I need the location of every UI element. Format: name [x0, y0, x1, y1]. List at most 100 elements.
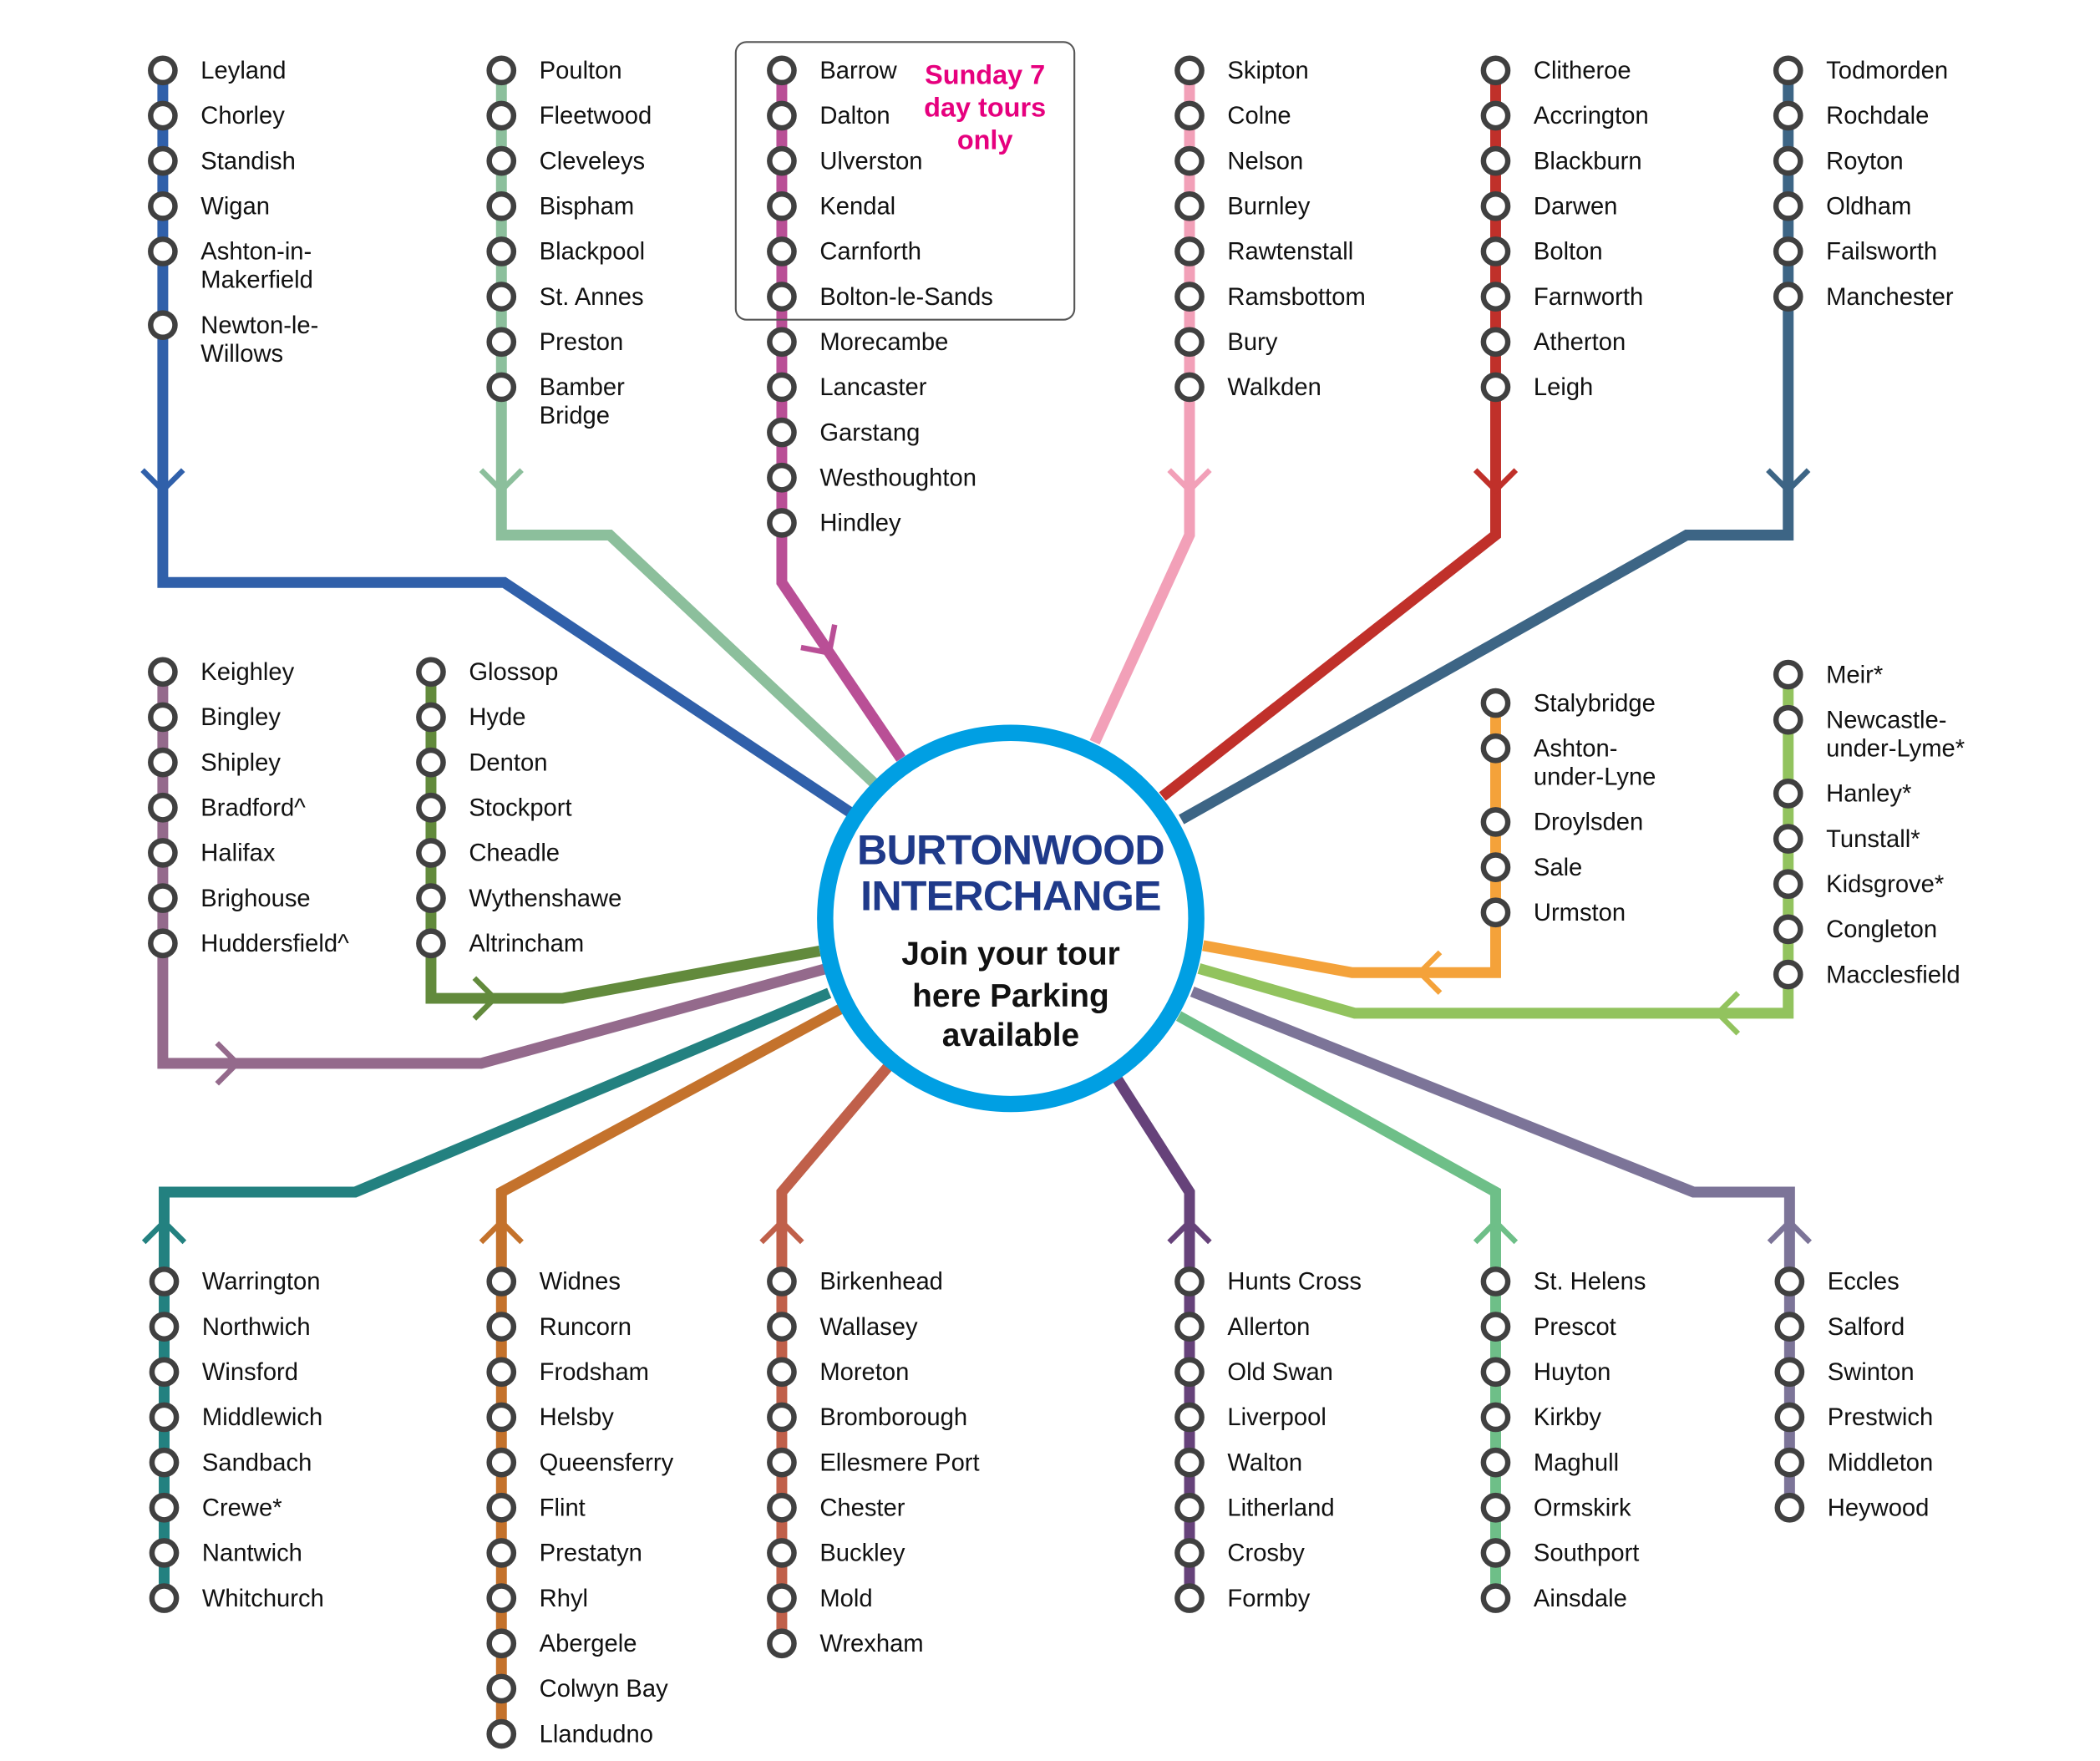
station: Crewe* [149, 1492, 282, 1523]
station-label: Blackburn [1534, 148, 1642, 175]
station: Rochdale [1773, 100, 1929, 131]
station-label: Ormskirk [1534, 1495, 1631, 1522]
station: Hyde [416, 702, 525, 733]
station-marker-icon [1480, 733, 1511, 764]
station-label: Bolton [1534, 239, 1603, 266]
station-marker-icon [767, 372, 797, 403]
station: Prestatyn [486, 1538, 642, 1568]
station: Ashton-under-Lyne [1480, 733, 1656, 791]
station-label: Westhoughton [819, 464, 976, 491]
station: Barrow [767, 55, 898, 86]
station-label: Stalybridge [1534, 690, 1656, 717]
station: Bingley [148, 702, 281, 733]
station-marker-icon [1480, 1492, 1511, 1523]
station-marker-icon [416, 657, 446, 688]
station: Maghull [1480, 1447, 1619, 1478]
station: Stockport [416, 792, 572, 823]
station: Droylsden [1480, 807, 1643, 837]
station-marker-icon [1774, 1447, 1805, 1478]
station-marker-icon [416, 838, 446, 868]
station: Huyton [1480, 1357, 1611, 1388]
station-label: Huyton [1534, 1359, 1611, 1386]
station: Morecambe [767, 327, 948, 358]
station-marker-icon [149, 1492, 180, 1523]
station: Widnes [486, 1266, 621, 1297]
station: St. Helens [1480, 1266, 1646, 1297]
station-marker-icon [486, 100, 517, 131]
station-marker-icon [1174, 55, 1205, 86]
station-marker-icon [767, 1402, 797, 1433]
station-label: Skipton [1227, 58, 1308, 84]
station: Queensferry [486, 1447, 674, 1478]
station: Mold [767, 1583, 873, 1613]
station: Moreton [767, 1357, 909, 1388]
station-label: Sale [1534, 855, 1582, 881]
station-marker-icon [767, 145, 797, 176]
station-label: Walkden [1227, 374, 1321, 401]
station: Flint [486, 1492, 586, 1523]
station: Darwen [1480, 190, 1617, 221]
station-label: Walton [1227, 1449, 1302, 1476]
station-marker-icon [486, 1492, 517, 1523]
station: Sandbach [149, 1447, 312, 1478]
station-label: Cheadle [469, 840, 560, 867]
station: Garstang [767, 417, 920, 448]
station-label: Ainsdale [1534, 1586, 1627, 1612]
station: Macclesfield [1773, 959, 1961, 990]
station-label: Flint [540, 1495, 586, 1522]
station-label: Moreton [819, 1359, 909, 1386]
station: Sale [1480, 852, 1582, 882]
station-marker-icon [486, 327, 517, 358]
station: Crosby [1174, 1538, 1305, 1568]
station-marker-icon [1773, 824, 1803, 854]
station: Abergele [486, 1628, 637, 1659]
station-marker-icon [486, 145, 517, 176]
station-label: Burnley [1227, 194, 1310, 221]
station: Farnworth [1480, 282, 1643, 312]
station-marker-icon [148, 747, 178, 778]
station-label: Keighley [200, 659, 294, 686]
station-marker-icon [1773, 190, 1803, 221]
station-label: Wigan [200, 194, 270, 221]
station-label: Carnforth [819, 239, 921, 266]
station-label: Eccles [1828, 1269, 1900, 1296]
station-label: Frodsham [540, 1359, 649, 1386]
station-label: Prescot [1534, 1314, 1616, 1341]
station-label: Wythenshawe [469, 886, 621, 912]
station: Helsby [486, 1402, 614, 1433]
station-label: Maghull [1534, 1449, 1619, 1476]
station-marker-icon [767, 1357, 797, 1388]
direction-arrow-icon [1473, 1218, 1519, 1245]
station-label: Accrington [1534, 103, 1649, 129]
station-marker-icon [149, 1583, 180, 1613]
station-label: Allerton [1227, 1314, 1310, 1341]
station-marker-icon [767, 462, 797, 493]
hub-sub-line2: here Parking [912, 978, 1109, 1014]
station-marker-icon [1773, 704, 1803, 735]
direction-arrow-icon [479, 1218, 524, 1245]
station-marker-icon [1174, 282, 1205, 312]
station-label: Oldham [1826, 194, 1911, 221]
station-label: Crosby [1227, 1540, 1305, 1567]
station: Huddersfield^ [148, 928, 349, 959]
station-label: Ashton-under-Lyne [1534, 735, 1656, 790]
station-marker-icon [1480, 282, 1511, 312]
station-marker-icon [416, 702, 446, 733]
station-marker-icon [767, 282, 797, 312]
station-marker-icon [1480, 807, 1511, 837]
station: Warrington [149, 1266, 321, 1297]
station-label: Droylsden [1534, 809, 1643, 836]
direction-arrow-icon [1416, 950, 1443, 995]
station-label: Mold [819, 1586, 872, 1612]
station-label: Garstang [819, 419, 920, 446]
station-marker-icon [148, 100, 178, 131]
station-label: Nelson [1227, 148, 1303, 175]
station: Clitheroe [1480, 55, 1631, 86]
station-marker-icon [416, 747, 446, 778]
station-label: Kendal [819, 194, 895, 221]
station-label: Bury [1227, 329, 1277, 356]
station: Prescot [1480, 1312, 1616, 1342]
station-label: Failsworth [1826, 239, 1937, 266]
station: Tunstall* [1773, 824, 1920, 854]
